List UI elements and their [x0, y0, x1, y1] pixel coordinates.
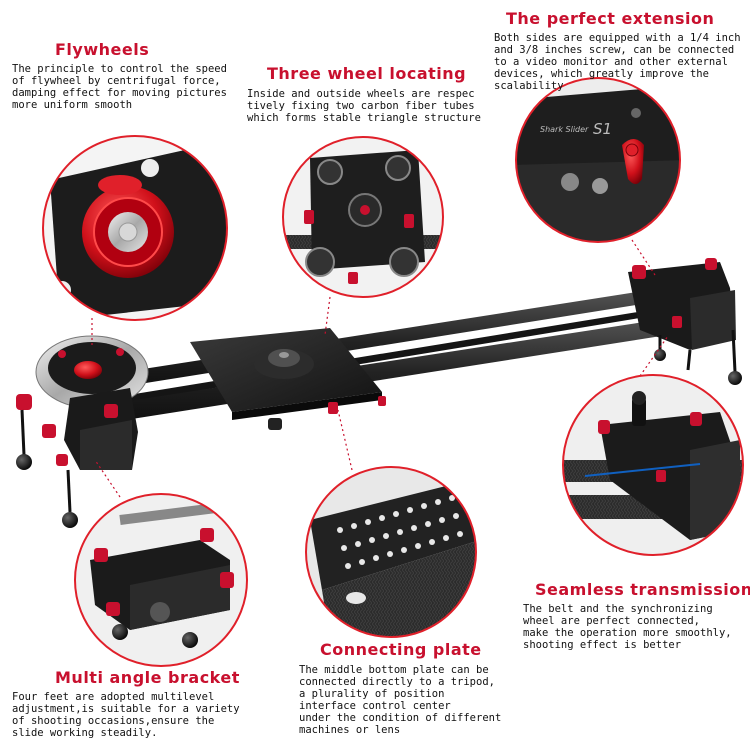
three-wheel-line: which forms stable triangle structure	[247, 112, 481, 124]
connecting-plate-line: a plurality of position	[299, 688, 445, 700]
connecting-plate-line: machines or lens	[299, 724, 401, 736]
multi-angle-line: of shooting occasions,ensure the	[12, 715, 215, 727]
multi-angle-title: Multi angle bracket	[55, 668, 240, 687]
seamless-line: wheel are perfect connected,	[523, 615, 701, 627]
connecting-plate-line: The middle bottom plate can be	[299, 664, 489, 676]
detail-connecting-plate	[305, 466, 477, 638]
multi-angle-line: adjustment,is suitable for a variety	[12, 703, 240, 715]
multi-angle-description: Four feet are adopted multilevel adjustm…	[12, 691, 240, 739]
extension-line: to a video monitor and other external	[494, 56, 728, 68]
seamless-line: The belt and the synchronizing	[523, 603, 713, 615]
extension-title: The perfect extension	[506, 9, 715, 28]
extension-line: devices, which greatly improve the	[494, 68, 709, 80]
three-wheel-line: tively fixing two carbon fiber tubes	[247, 100, 475, 112]
detail-multi-angle	[74, 493, 248, 667]
connecting-plate-title: Connecting plate	[320, 640, 482, 659]
flywheels-line: damping effect for moving pictures	[12, 87, 227, 99]
callout-connectors	[91, 239, 669, 498]
detail-extension: Shark Slider S1	[515, 77, 681, 243]
svg-text:S1: S1	[593, 120, 612, 138]
extension-line: and 3/8 inches screw, can be connected	[494, 44, 735, 56]
seamless-description: The belt and the synchronizing wheel are…	[523, 603, 732, 651]
flywheels-description: The principle to control the speed of fl…	[12, 63, 227, 111]
detail-flywheels	[42, 135, 228, 321]
detail-seamless	[562, 374, 744, 556]
connecting-plate-line: under the condition of different	[299, 712, 502, 724]
flywheels-title: Flywheels	[55, 40, 150, 59]
extension-line: Both sides are equipped with a 1/4 inch	[494, 32, 741, 44]
connecting-plate-line: connected directly to a tripod,	[299, 676, 495, 688]
svg-text:Shark Slider: Shark Slider	[540, 125, 589, 134]
seamless-title: Seamless transmission	[535, 580, 750, 599]
three-wheel-description: Inside and outside wheels are respec tiv…	[247, 88, 481, 124]
extension-description: Both sides are equipped with a 1/4 inch …	[494, 32, 741, 92]
flywheels-line: of flywheel by centrifugal force,	[12, 75, 221, 87]
seamless-line: shooting effect is better	[523, 639, 682, 651]
seamless-line: make the operation more smoothly,	[523, 627, 732, 639]
three-wheel-title: Three wheel locating	[267, 64, 467, 83]
flywheels-line: more uniform smooth	[12, 99, 133, 111]
connecting-plate-description: The middle bottom plate can be connected…	[299, 664, 501, 736]
extension-line: scalability	[494, 80, 564, 92]
multi-angle-line: Four feet are adopted multilevel	[12, 691, 215, 703]
three-wheel-line: Inside and outside wheels are respec	[247, 88, 475, 100]
connecting-plate-line: interface control center	[299, 700, 451, 712]
multi-angle-line: slide working steadily.	[12, 727, 158, 739]
detail-three-wheel	[282, 136, 444, 298]
flywheels-line: The principle to control the speed	[12, 63, 227, 75]
slider-main	[16, 258, 742, 528]
